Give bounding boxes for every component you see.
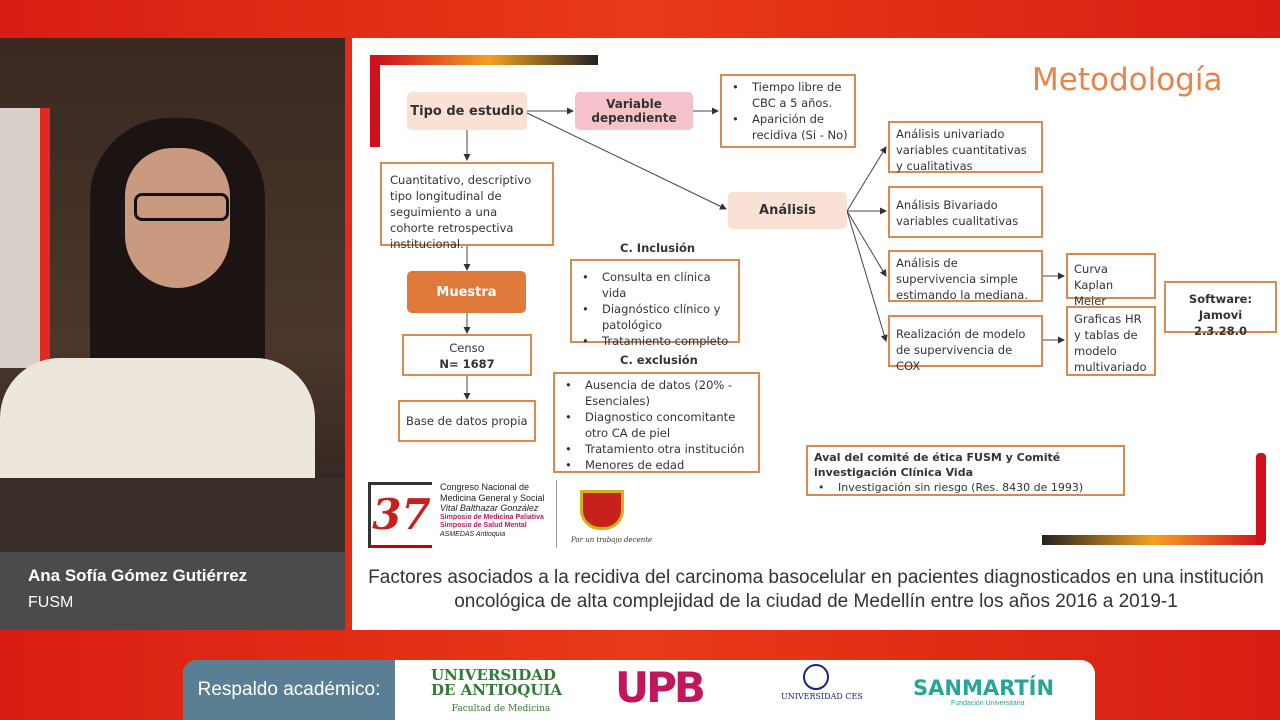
list-item: Investigación sin riesgo (Res. 8430 de 1… [814, 480, 1117, 495]
desk [0, 478, 345, 552]
variable-items-box: Tiempo libre de CBC a 5 años.Aparición d… [720, 74, 856, 148]
logo-congreso: Congreso Nacional de Medicina General y … [440, 482, 545, 503]
logo-motto: Por un trabajo decente [571, 536, 653, 544]
asmedas-shield-icon [580, 490, 624, 530]
list-item: Diagnostico concomitante otro CA de piel [561, 409, 752, 441]
speaker-top [0, 358, 315, 498]
censo-n: N= 1687 [439, 357, 495, 371]
graficas-hr-box: Graficas HR y tablas de modelo multivari… [1066, 306, 1156, 376]
descripcion-box: Cuantitativo, descriptivo tipo longitudi… [380, 162, 554, 251]
list-item: Menores de edad [561, 457, 752, 473]
sponsor-bar: Respaldo académico: UNIVERSIDAD DE ANTIO… [183, 660, 1095, 720]
flow-arrows [463, 107, 1065, 400]
logo-37-emblem: 37 [368, 482, 432, 548]
censo-label: Censo [449, 341, 485, 355]
slide-title: Metodología [1032, 62, 1223, 98]
decor-bar-bottom [1042, 535, 1264, 545]
speaker-name: Ana Sofía Gómez Gutiérrez [28, 566, 248, 585]
modelo-cox-box: Realización de modelo de supervivencia d… [888, 315, 1043, 373]
ces-seal-icon [803, 664, 829, 690]
kaplan-meier-box: Curva Kaplan Meier [1066, 253, 1156, 308]
list-item: Ausencia de datos (20% - Esenciales) [561, 377, 752, 409]
variable-dependiente-node: Variable dependiente [575, 92, 693, 130]
exclusion-title: C. exclusión [620, 353, 698, 367]
speaker-video [0, 38, 345, 552]
list-item: Tiempo libre de CBC a 5 años. [728, 79, 848, 111]
background-sign [0, 108, 50, 368]
analisis-bivariado-box: Análisis Bivariado variables cualitativa… [888, 186, 1043, 238]
udea-logo: UNIVERSIDAD DE ANTIOQUIA Facultad de Med… [431, 668, 571, 717]
sanmartin-logo: SANMARTÍN [913, 676, 1055, 700]
logo-simp2: Simposio de Salud Mental [440, 521, 527, 529]
list-item: Diagnóstico clínico y patológico [578, 301, 732, 333]
logo-asmedas: ASMEDAS Antioquia [440, 530, 506, 538]
udea-name: UNIVERSIDAD DE ANTIOQUIA [431, 666, 563, 699]
speaker-name-bar: Ana Sofía Gómez Gutiérrez FUSM [0, 552, 345, 630]
analisis-node: Análisis [728, 192, 847, 229]
list-item: Tratamiento completo [578, 333, 732, 349]
inclusion-title: C. Inclusión [620, 241, 696, 255]
analisis-univariado-box: Análisis univariado variables cuantitati… [888, 121, 1043, 173]
muestra-node: Muestra [407, 271, 526, 313]
aval-box: Aval del comité de ética FUSM y Comité i… [806, 445, 1125, 496]
software-box: Software: Jamovi 2.3.28.0 [1164, 281, 1277, 338]
analisis-supervivencia-box: Análisis de supervivencia simple estiman… [888, 250, 1043, 302]
tipo-estudio-node: Tipo de estudio [407, 92, 527, 130]
ces-logo: UNIVERSIDAD CES [781, 692, 863, 701]
presentation-slide: Metodología Tipo de estudio Variable dep… [352, 38, 1280, 552]
udea-faculty: Facultad de Medicina [451, 704, 551, 714]
respaldo-label: Respaldo académico: [183, 660, 395, 720]
list-item: Consulta en clínica vida [578, 269, 732, 301]
base-datos-box: Base de datos propia [398, 400, 536, 442]
decor-bar-right [1256, 453, 1266, 545]
upb-logo: UPB [615, 663, 706, 712]
sanmartin-sub: Fundación Universitaria [951, 700, 1025, 707]
logo-simp1: Simposio de Medicina Paliativa [440, 513, 544, 521]
list-item: Aparición de recidiva (Si - No) [728, 111, 848, 143]
inclusion-box: Consulta en clínica vidaDiagnóstico clín… [570, 259, 740, 349]
list-item: Tratamiento otra institución [561, 441, 752, 457]
censo-box: Censo N= 1687 [402, 334, 532, 376]
logo-text: Congreso Nacional de Medicina General y … [440, 482, 560, 540]
glasses [134, 193, 229, 221]
congreso-logo: 37 Congreso Nacional de Medicina General… [366, 480, 656, 550]
aval-title: Aval del comité de ética FUSM y Comité i… [814, 451, 1061, 479]
logo-divider [556, 480, 557, 548]
talk-title-caption: Factores asociados a la recidiva del car… [352, 552, 1280, 630]
speaker-org: FUSM [28, 594, 74, 611]
logo-vital: Vital Balthazar González [440, 503, 539, 513]
exclusion-box: Ausencia de datos (20% - Esenciales)Diag… [553, 372, 760, 473]
